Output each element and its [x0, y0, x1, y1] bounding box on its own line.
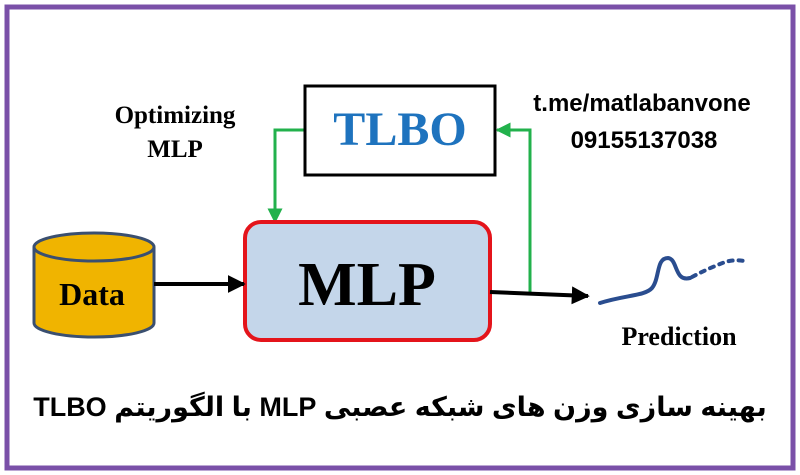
data-cylinder [32, 231, 156, 339]
mlp-label: MLP [298, 251, 436, 319]
contact-link: t.me/matlabanvone [533, 90, 750, 117]
output-to-tlbo-arrow [495, 122, 532, 292]
contact-phone: 09155137038 [571, 127, 718, 154]
tlbo-box [303, 84, 497, 177]
prediction-curve-dotted [690, 258, 746, 279]
persian-caption: بهینه سازی وزن های شبکه عصبی MLP با الگو… [33, 391, 767, 423]
prediction-label: Prediction [621, 322, 737, 351]
prediction-curve-solid [598, 255, 692, 305]
tlbo-to-mlp-arrow [267, 128, 305, 224]
optimizing-label-line1: Optimizing [115, 102, 236, 129]
mlp-to-prediction-arrow [489, 286, 590, 305]
tlbo-label: TLBO [333, 103, 466, 156]
optimizing-label-line2: MLP [147, 136, 203, 163]
data-label: Data [59, 276, 125, 312]
